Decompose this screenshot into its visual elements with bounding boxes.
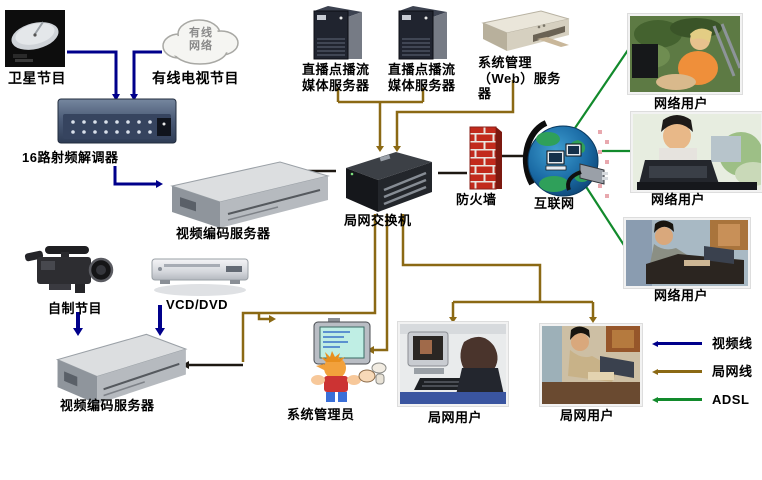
vcd-dvd-player-image <box>146 247 254 300</box>
system-admin-cartoon <box>288 318 388 406</box>
adsl-line-swatch <box>658 398 702 402</box>
video-line-tip-icon <box>652 340 658 347</box>
homemade-program-label: 自制节目 <box>48 301 103 316</box>
network-user-1-label: 网络用户 <box>654 96 709 111</box>
video-line-swatch <box>658 342 702 346</box>
video-encoding-server-top-label: 视频编码服务器 <box>176 226 271 241</box>
cable-network-cloud <box>155 12 245 68</box>
adsl-line-tip-icon <box>652 396 658 403</box>
cloud-label: 有线 网络 <box>189 27 213 53</box>
legend-item-video-line: 视频线 <box>652 336 753 352</box>
legend-item-lan-line: 局网线 <box>652 364 753 380</box>
video-encoding-server-bottom-device <box>46 328 190 404</box>
video-lines <box>67 50 165 336</box>
rf-demodulator-device <box>57 96 177 146</box>
internet-globe-icon <box>518 118 610 210</box>
network-user-photo-2 <box>631 112 762 192</box>
legend-lan-line-label: 局网线 <box>712 364 753 379</box>
internet-label: 互联网 <box>534 196 575 211</box>
network-user-2-label: 网络用户 <box>651 192 706 207</box>
network-user-3-label: 网络用户 <box>654 288 709 303</box>
lan-user-photo-2 <box>540 324 642 406</box>
lan-lines <box>241 80 597 362</box>
stream-server-2-device <box>393 3 455 61</box>
network-user-photo-1 <box>628 14 742 94</box>
network-user-photo-3 <box>624 218 750 288</box>
web-server-label: 系统管理 （Web）服务 器 <box>478 55 561 102</box>
cable-tv-label: 有线电视节目 <box>152 70 239 86</box>
lan-user-1-label: 局网用户 <box>428 410 483 425</box>
lan-user-photo-1 <box>398 322 508 406</box>
vcd-dvd-label: VCD/DVD <box>166 297 229 312</box>
satellite-dish-image <box>5 10 65 67</box>
firewall-brick-wall <box>467 126 503 190</box>
video-encoding-server-bottom-label: 视频编码服务器 <box>60 398 155 413</box>
lan-user-2-label: 局网用户 <box>560 408 615 423</box>
stream-server-2-label: 直播点播流 媒体服务器 <box>388 62 456 93</box>
stream-server-1-device <box>308 3 370 61</box>
system-admin-label: 系统管理员 <box>287 407 355 422</box>
lan-line-swatch <box>658 370 702 374</box>
firewall-label: 防火墙 <box>456 192 497 207</box>
camcorder-image <box>15 242 121 300</box>
video-encoding-server-top-device <box>158 156 333 228</box>
legend-video-line-label: 视频线 <box>712 336 753 351</box>
satellite-label: 卫星节目 <box>8 70 66 86</box>
lan-switch-device <box>334 146 438 214</box>
web-server-device <box>477 7 573 57</box>
stream-server-1-label: 直播点播流 媒体服务器 <box>302 62 370 93</box>
adsl-lines <box>574 49 632 257</box>
legend-adsl-label: ADSL <box>712 392 750 407</box>
lan-switch-label: 局网交换机 <box>344 213 412 228</box>
rf-demodulator-label: 16路射频解调器 <box>22 150 119 165</box>
lan-line-tip-icon <box>652 368 658 375</box>
legend-item-adsl: ADSL <box>652 392 749 408</box>
